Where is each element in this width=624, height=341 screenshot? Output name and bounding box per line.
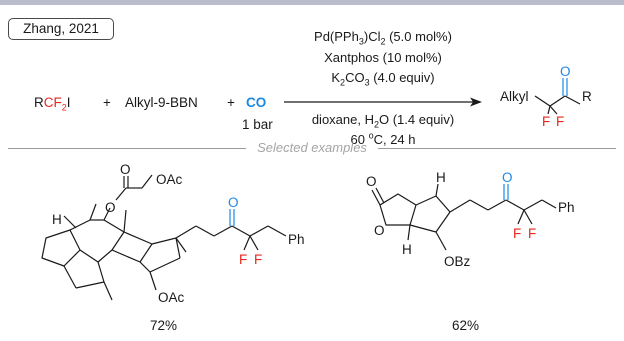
- ex1-hydrogen: H: [52, 212, 62, 227]
- separator-line-right: [378, 148, 616, 149]
- ex2-ketone-oxygen: O: [502, 170, 513, 185]
- reagent-alkyl-9-bbn: Alkyl-9-BBN: [125, 95, 198, 110]
- separator-line-left: [8, 148, 246, 149]
- ex2-phenyl: Ph: [558, 200, 575, 215]
- ligand-condition: Xantphos (10 mol%): [324, 50, 442, 65]
- ex2-hydrogen-bottom: H: [402, 242, 412, 257]
- citation-box: Zhang, 2021: [8, 18, 114, 40]
- product-carbonyl-oxygen: O: [560, 64, 571, 79]
- ex2-ring-oxygen: O: [374, 223, 385, 238]
- ex1-oac-top: OAc: [156, 172, 183, 187]
- example-1-yield: 72%: [150, 318, 178, 333]
- reagent-rcf2i: RCF2I: [34, 95, 71, 113]
- ex1-ketone-oxygen: O: [228, 195, 239, 210]
- product-fluorine-1: F: [542, 114, 550, 129]
- product-fluorine-2: F: [556, 114, 564, 129]
- solvent-condition: dioxane, H2O (1.4 equiv): [311, 112, 455, 130]
- plus-sign-1: +: [103, 95, 111, 110]
- co-pressure: 1 bar: [242, 117, 273, 132]
- catalyst-condition: Pd(PPh3)Cl2 (5.0 mol%): [314, 29, 452, 47]
- base-condition: K2CO3 (4.0 equiv): [331, 70, 435, 88]
- ex2-fluorine-1: F: [513, 226, 521, 241]
- example-2-yield: 62%: [452, 318, 480, 333]
- ex1-oac-bottom: OAc: [158, 290, 185, 305]
- ex1-ester-oxygen: O: [120, 162, 131, 177]
- reaction-arrow: [284, 97, 482, 107]
- ex2-hydrogen-top: H: [436, 170, 446, 185]
- reagent-co: CO: [246, 95, 267, 110]
- ex1-phenyl: Ph: [288, 232, 305, 247]
- ex1-ester-link-oxygen: O: [105, 200, 116, 215]
- plus-sign-2: +: [227, 95, 235, 110]
- product-alkyl-label: Alkyl: [500, 89, 529, 104]
- cf2-fragment: CF: [43, 95, 62, 110]
- ex2-obz: OBz: [444, 254, 471, 269]
- ex1-fluorine-2: F: [254, 252, 262, 267]
- product-r-label: R: [582, 89, 592, 104]
- ex2-fluorine-2: F: [528, 226, 536, 241]
- ex1-fluorine-1: F: [239, 252, 247, 267]
- ex2-lactone-carbonyl-oxygen: O: [366, 174, 377, 189]
- temperature-time-condition: 60 oC, 24 h: [350, 130, 416, 147]
- top-accent-bar: [0, 0, 624, 5]
- section-label: Selected examples: [257, 140, 367, 155]
